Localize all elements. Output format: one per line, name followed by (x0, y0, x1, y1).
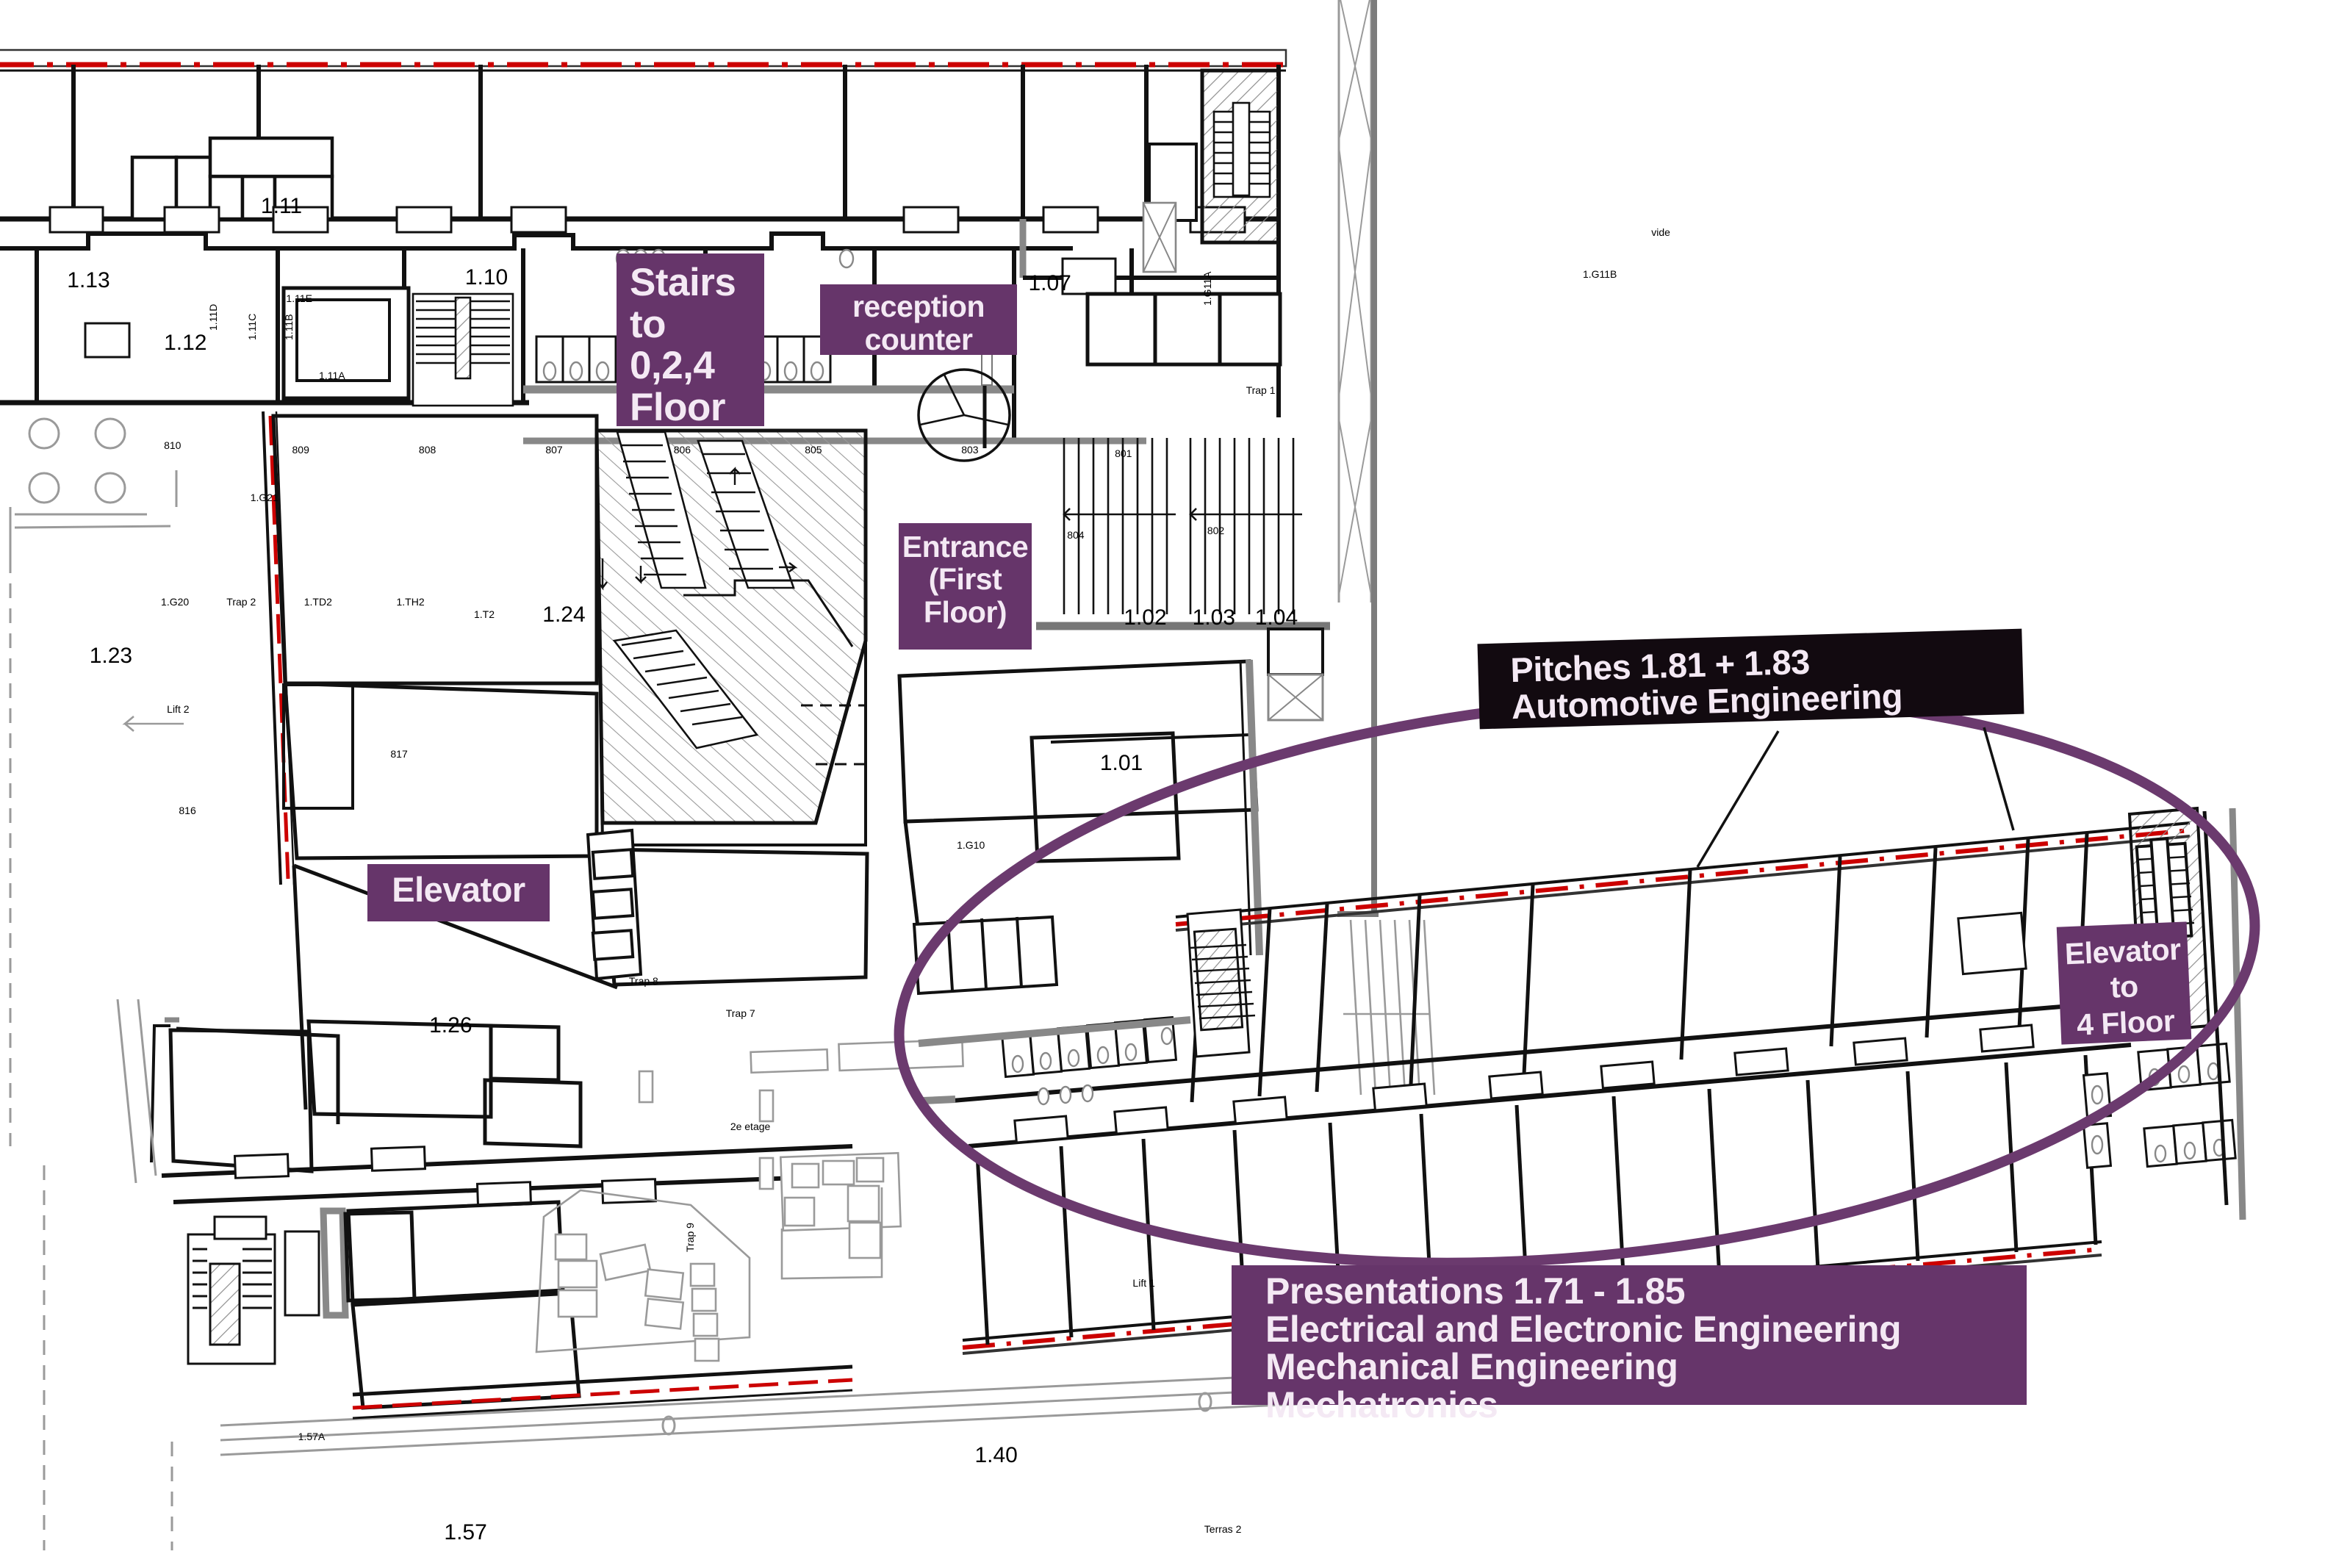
room-label: 1.11B (283, 313, 295, 340)
reception-counter-callout[interactable]: reception counter (820, 284, 1017, 356)
room-label: 1.07 (1028, 271, 1071, 296)
pitches-automotive-callout[interactable]: Pitches 1.81 + 1.83 Automotive Engineeri… (1477, 628, 2024, 730)
room-label: Lift 1 (1132, 1277, 1155, 1290)
room-label: 1.57A (298, 1431, 326, 1443)
room-label: Trap 1 (1246, 384, 1276, 397)
room-label: 809 (292, 444, 309, 456)
room-label: 1.G11A (1201, 271, 1213, 306)
room-label: 1.TH2 (396, 596, 425, 608)
room-label: 1.26 (429, 1013, 472, 1038)
room-label: Trap 9 (683, 1223, 696, 1252)
room-label: 1.01 (1099, 751, 1143, 776)
west-central-block (9, 411, 1470, 1550)
room-label: 1.13 (67, 268, 110, 293)
room-label: vide (1651, 226, 1670, 239)
east-facade-strip (1337, 0, 1436, 1096)
room-label: 1.23 (89, 644, 133, 669)
room-label: 1.G20 (161, 596, 190, 608)
room-label: 816 (179, 805, 196, 817)
pitches-leader-lines (1696, 727, 2015, 868)
room-label: Trap 2 (226, 596, 256, 608)
room-label: 805 (805, 444, 822, 456)
room-label: 1.04 (1254, 605, 1298, 630)
room-label: 1.11A (319, 370, 345, 382)
room-label: Lift 2 (167, 703, 190, 716)
rooms-140-142 (897, 659, 1263, 996)
entrance-callout[interactable]: Entrance (First Floor) (899, 523, 1032, 650)
room-label: 1.24 (542, 602, 586, 627)
room-label: 1.57 (444, 1520, 487, 1545)
room-label: 1.11E (286, 292, 312, 304)
room-label: 801 (1115, 447, 1132, 459)
trap-1-block (1142, 68, 1281, 273)
room-label: 1.G10 (957, 839, 985, 852)
elevator-to-4-floor-callout[interactable]: Elevator to 4 Floor (2056, 921, 2192, 1045)
room-label: 808 (418, 444, 436, 456)
central-void-stairs (594, 428, 868, 846)
room-label: 1.TD2 (303, 596, 332, 608)
room-label: 2e etage (730, 1121, 771, 1133)
room-label: 802 (1207, 525, 1225, 537)
stairs-callout[interactable]: Stairs to 0,2,4 Floor (617, 253, 764, 428)
room-label: Terras 2 (1204, 1523, 1242, 1536)
room-label: 1.10 (464, 265, 509, 290)
room-label: 1.G11B (1582, 268, 1617, 281)
room-label: 807 (545, 444, 563, 456)
room-label: 806 (673, 444, 691, 456)
room-label: 1.T2 (473, 608, 495, 620)
room-label: 1.11C (245, 313, 258, 340)
room-label: 1.11 (260, 193, 303, 218)
north-facade (0, 48, 1287, 72)
room-label: 810 (164, 439, 182, 452)
room-label: 1.02 (1124, 605, 1167, 630)
room-label: 1.40 (974, 1442, 1018, 1467)
room-label: 804 (1067, 529, 1085, 542)
presentations-callout[interactable]: Presentations 1.71 - 1.85 Electrical and… (1232, 1265, 2027, 1423)
room-label: Trap 8 (628, 974, 658, 987)
room-label: Trap 7 (725, 1007, 755, 1020)
room-label: 1.G21 (250, 492, 279, 504)
elevator-callout[interactable]: Elevator (367, 864, 550, 921)
room-label: 803 (961, 444, 979, 456)
room-label: 1.11D (206, 304, 219, 331)
room-label: 817 (390, 748, 408, 760)
room-label: 1.03 (1192, 605, 1235, 630)
room-label: 1.12 (164, 331, 207, 356)
